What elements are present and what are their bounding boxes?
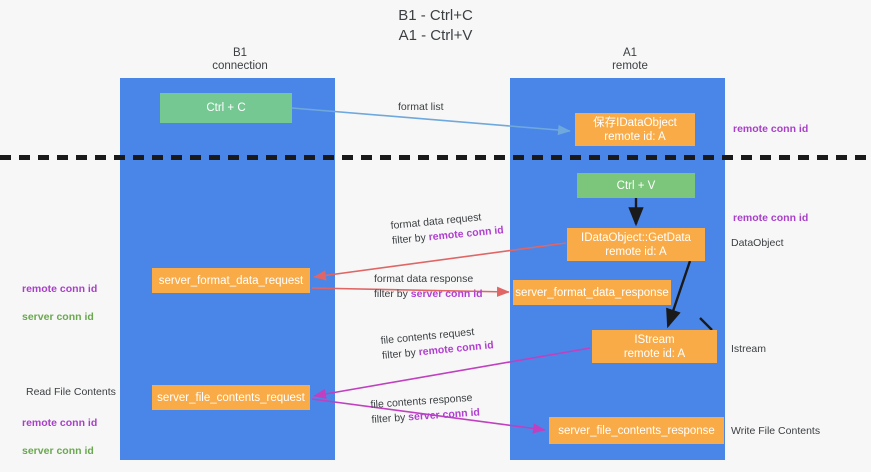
filter-key-server-conn-id: server conn id — [407, 406, 481, 424]
note-left-server-conn-id: server conn id — [22, 311, 94, 323]
edge-label-format-data-response-line2: filter by server conn id — [374, 287, 483, 302]
column-header-b1: B1 connection — [212, 47, 268, 72]
node-server-file-contents-request[interactable]: server_file_contents_request — [152, 385, 310, 410]
note-left-remote-conn-id: remote conn id — [22, 283, 98, 295]
filter-key-server-conn-id: server conn id — [410, 288, 483, 300]
filter-prefix: filter by — [371, 411, 409, 426]
node-server-format-data-response[interactable]: server_format_data_response — [513, 280, 671, 305]
note-dataobject: DataObject — [731, 237, 784, 249]
note-read-file-contents: Read File Contents — [26, 386, 116, 398]
filter-prefix: filter by — [374, 288, 411, 300]
page-title: B1 - Ctrl+C A1 - Ctrl+V — [398, 7, 473, 44]
edge-label-format-data-request: format data request filter by remote con… — [390, 208, 504, 249]
note-right-remote-conn-id-top: remote conn id — [733, 123, 809, 135]
edge-label-file-contents-response: file contents response filter by server … — [370, 390, 480, 427]
edge-label-file-contents-request: file contents request filter by remote c… — [380, 323, 494, 364]
column-header-a1: A1 remote — [612, 47, 648, 72]
node-server-format-data-request[interactable]: server_format_data_request — [152, 268, 310, 293]
node-ctrl-v[interactable]: Ctrl + V — [577, 173, 695, 198]
edge-label-format-list-text: format list — [398, 101, 444, 113]
node-istream[interactable]: IStream remote id: A — [592, 330, 717, 363]
node-ctrl-c[interactable]: Ctrl + C — [160, 93, 292, 123]
note-left-conn-ids-2: remote conn id server conn id — [22, 402, 97, 472]
edge-label-format-data-response: format data response filter by server co… — [374, 272, 483, 302]
filter-prefix: filter by — [391, 231, 430, 247]
note-right-remote-conn-id-mid: remote conn id — [733, 212, 809, 224]
note-left-remote-conn-id-2: remote conn id — [22, 417, 98, 429]
node-idataobject[interactable]: 保存IDataObject remote id: A — [575, 113, 695, 146]
edge-label-format-list: format list — [398, 100, 444, 115]
edge-label-format-data-response-line1: format data response — [374, 273, 474, 285]
note-istream: Istream — [731, 343, 767, 355]
note-left-server-conn-id-2: server conn id — [22, 445, 94, 457]
note-write-file-contents: Write File Contents — [731, 425, 821, 437]
filter-prefix: filter by — [381, 346, 420, 362]
phase-divider — [0, 155, 871, 160]
node-idataobject-getdata[interactable]: IDataObject::GetData remote id: A — [567, 228, 705, 261]
note-left-conn-ids: remote conn id server conn id — [22, 268, 97, 338]
node-server-file-contents-response[interactable]: server_file_contents_response — [549, 417, 724, 444]
